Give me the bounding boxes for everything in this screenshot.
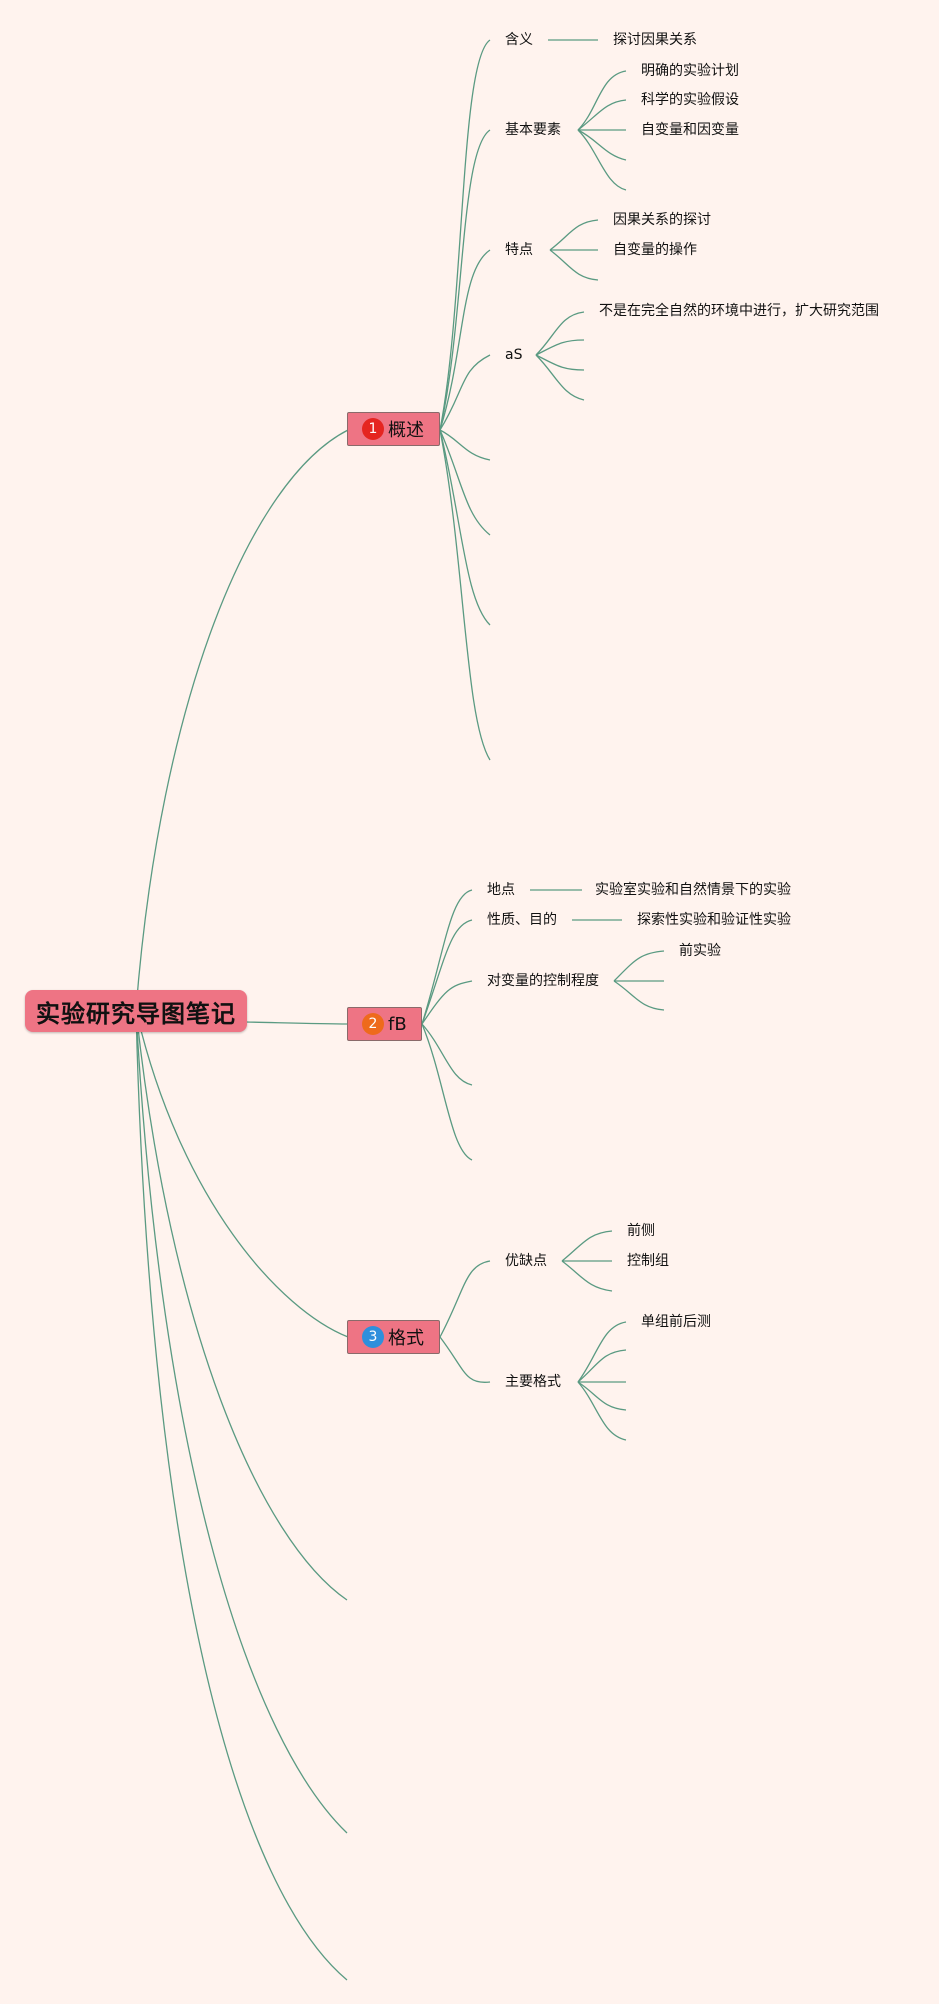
node-location[interactable]: 地点 — [487, 882, 515, 898]
edge-t2-b5 — [421, 1023, 473, 1161]
edge-t2-control — [421, 980, 473, 1025]
edge-t3-pros — [439, 1260, 491, 1338]
edge-el-2 — [577, 99, 627, 131]
edge-pros-3 — [561, 1260, 613, 1292]
edge-t1-b8 — [439, 429, 491, 761]
edge-root-topic2 — [245, 1021, 349, 1025]
node-element-item[interactable]: 科学的实验假设 — [641, 92, 739, 108]
edge-pros-1 — [561, 1230, 613, 1262]
number-2-badge-icon: 2 — [362, 1013, 384, 1035]
edge-mf-5 — [577, 1381, 627, 1441]
node-basic-elements[interactable]: 基本要素 — [505, 122, 561, 138]
number-1-badge-icon: 1 — [362, 418, 384, 440]
edge-mf-1 — [577, 1321, 627, 1383]
topic-node-format[interactable]: 3 格式 — [347, 1320, 440, 1354]
edge-t1-as — [439, 354, 491, 431]
node-features[interactable]: 特点 — [505, 242, 533, 258]
edge-t1-b6 — [439, 429, 491, 536]
node-as-item[interactable]: 不是在完全自然的环境中进行，扩大研究范围 — [599, 303, 879, 319]
node-meaning-detail[interactable]: 探讨因果关系 — [613, 32, 697, 48]
edge-ft-3 — [549, 249, 599, 281]
edge-el-1 — [577, 70, 627, 131]
node-pros-cons[interactable]: 优缺点 — [505, 1253, 547, 1269]
node-feature-item[interactable]: 自变量的操作 — [613, 242, 697, 258]
edge-root-topic1 — [135, 429, 349, 1011]
edge-as-1 — [535, 311, 585, 356]
node-feature-item[interactable]: 因果关系的探讨 — [613, 212, 711, 228]
node-element-item[interactable]: 自变量和因变量 — [641, 122, 739, 138]
edge-root-empty3 — [135, 1009, 348, 1981]
node-as[interactable]: aS — [505, 347, 523, 363]
node-variable-control[interactable]: 对变量的控制程度 — [487, 973, 599, 989]
edge-mf-2 — [577, 1349, 627, 1383]
topic-node-overview[interactable]: 1 概述 — [347, 412, 440, 446]
edge-root-empty2 — [135, 1009, 348, 1834]
topic-label: fB — [388, 1013, 407, 1035]
edge-t2-location — [421, 889, 473, 1025]
edge-t1-b7 — [439, 429, 491, 626]
edge-ctrl-1 — [613, 950, 665, 982]
topic-label: 格式 — [388, 1328, 424, 1349]
edge-mf-4 — [577, 1381, 627, 1411]
edge-root-empty1 — [135, 1009, 348, 1601]
edge-t1-b5 — [439, 429, 491, 461]
root-node[interactable]: 实验研究导图笔记 — [25, 990, 247, 1032]
edge-ctrl-3 — [613, 980, 665, 1011]
node-location-detail[interactable]: 实验室实验和自然情景下的实验 — [595, 882, 791, 898]
node-pros-item[interactable]: 前侧 — [627, 1223, 655, 1239]
node-pros-item[interactable]: 控制组 — [627, 1253, 669, 1269]
edge-el-5 — [577, 129, 627, 191]
topic-label: 概述 — [388, 420, 424, 441]
topic-node-fb[interactable]: 2 fB — [347, 1007, 422, 1041]
node-nature-detail[interactable]: 探索性实验和验证性实验 — [637, 912, 791, 928]
edge-t1-features — [439, 249, 491, 431]
edge-t3-main — [439, 1336, 491, 1384]
node-main-format[interactable]: 主要格式 — [505, 1374, 561, 1390]
edge-as-2 — [535, 339, 585, 356]
edge-root-topic3 — [135, 1009, 349, 1338]
node-main-format-item[interactable]: 单组前后测 — [641, 1314, 711, 1330]
node-nature-purpose[interactable]: 性质、目的 — [487, 912, 557, 928]
edge-as-4 — [535, 354, 585, 401]
edge-ft-1 — [549, 219, 599, 251]
edge-t1-meaning — [439, 39, 491, 431]
node-control-item[interactable]: 前实验 — [679, 943, 721, 959]
node-meaning[interactable]: 含义 — [505, 32, 533, 48]
edge-t2-b4 — [421, 1023, 473, 1086]
edge-as-3 — [535, 354, 585, 371]
edge-el-4 — [577, 129, 627, 161]
number-3-badge-icon: 3 — [362, 1326, 384, 1348]
node-element-item[interactable]: 明确的实验计划 — [641, 63, 739, 79]
edge-t2-nature — [421, 919, 473, 1025]
edge-t1-elements — [439, 129, 491, 431]
